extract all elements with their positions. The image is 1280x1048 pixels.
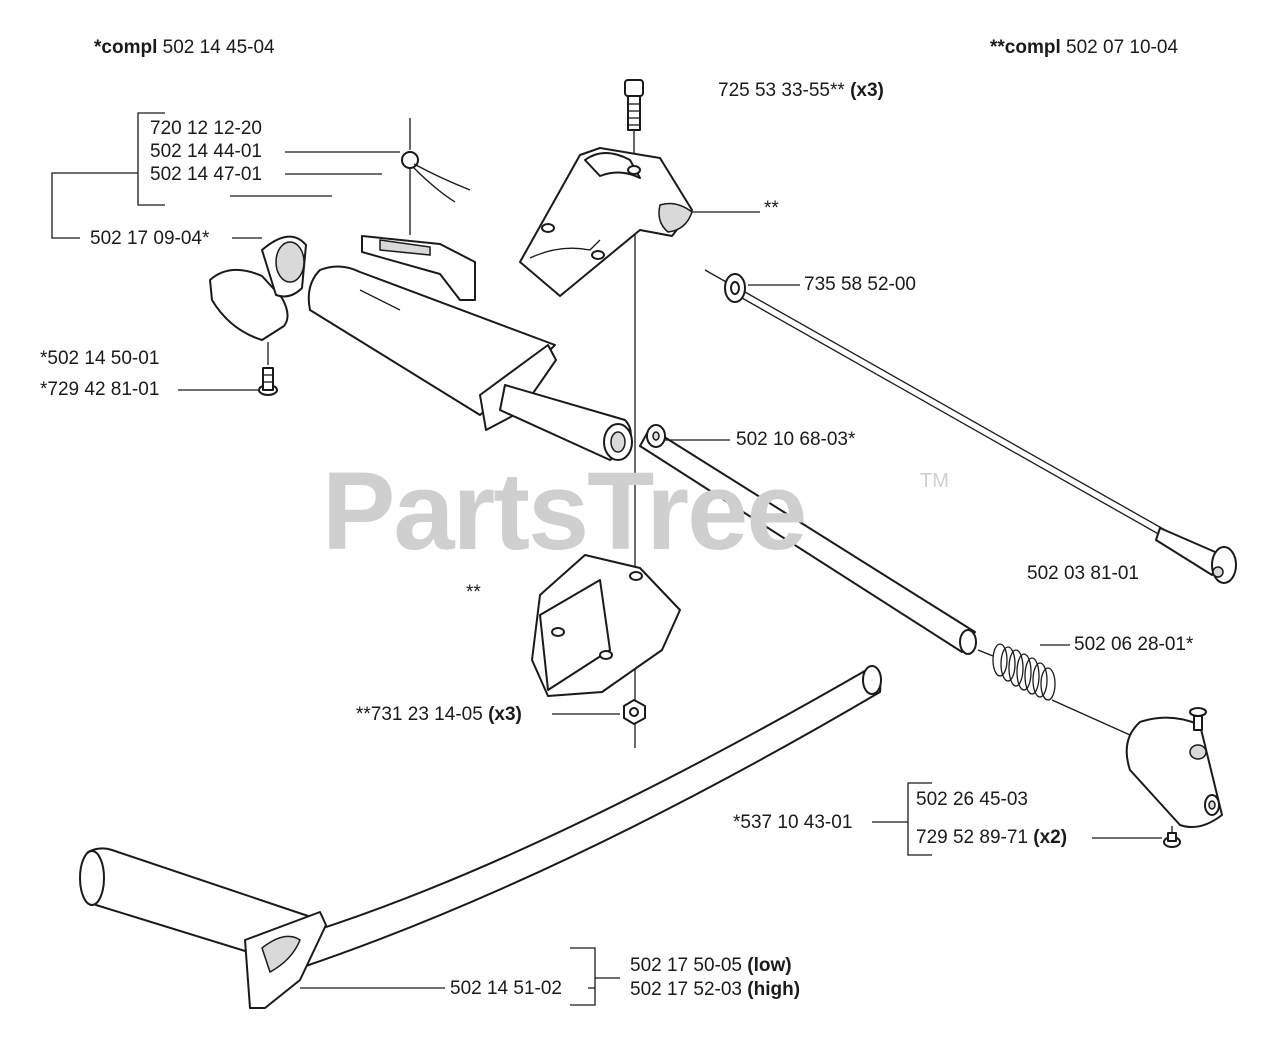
header-left-prefix: *compl	[94, 37, 158, 58]
header-right-number: 502 07 10-04	[1066, 37, 1179, 58]
label-upper-clamp[interactable]: **	[764, 198, 779, 219]
lever-screw-drawing[interactable]	[258, 342, 278, 396]
bent-handle-drawing[interactable]	[79, 665, 882, 1009]
label-group-b-parent[interactable]: *537 10 43-01	[733, 812, 853, 833]
label-nut-qty: (x3)	[488, 704, 522, 725]
label-handle-low[interactable]: 502 17 50-05 (low)	[630, 955, 792, 977]
label-washer[interactable]: 735 58 52-00	[804, 274, 916, 295]
spring-drawing[interactable]	[977, 643, 1131, 736]
label-lever[interactable]: *502 14 50-01	[40, 348, 160, 369]
label-handle[interactable]: 502 14 51-02	[450, 978, 562, 999]
label-group-b-2-number: 729 52 89-71	[916, 827, 1028, 848]
top-screw-drawing[interactable]	[624, 79, 644, 131]
leader-lines	[51, 112, 1162, 1006]
inner-tube-drawing[interactable]	[639, 424, 977, 655]
end-cap-screw-bottom-drawing[interactable]	[1163, 826, 1181, 848]
header-right-prefix: **compl	[990, 37, 1061, 58]
washer-drawing[interactable]	[704, 269, 746, 303]
label-spring[interactable]: 502 06 28-01*	[1074, 634, 1194, 655]
label-handle-high-qty: (high)	[747, 979, 801, 1000]
label-rod[interactable]: 502 03 81-01	[1027, 563, 1139, 584]
label-handle-high-number: 502 17 52-03	[630, 979, 742, 1000]
label-handle-low-qty: (low)	[747, 955, 792, 976]
end-cap-drawing[interactable]	[1125, 716, 1223, 828]
nut-drawing[interactable]	[623, 699, 646, 725]
label-group-b-1[interactable]: 502 26 45-03	[916, 789, 1028, 810]
long-rod-drawing[interactable]	[741, 291, 1237, 584]
throttle-lever-drawing[interactable]	[209, 235, 307, 341]
header-left: *compl 502 14 45-04	[94, 37, 275, 59]
label-screw-top-qty: (x3)	[850, 80, 884, 101]
lower-clamp-drawing[interactable]	[531, 554, 681, 697]
label-nut[interactable]: **731 23 14-05 (x3)	[356, 704, 522, 726]
trigger-clip-drawing[interactable]	[361, 235, 476, 301]
label-lever-screw[interactable]: *729 42 81-01	[40, 379, 160, 400]
label-handle-high[interactable]: 502 17 52-03 (high)	[630, 979, 800, 1001]
handle-grip-drawing[interactable]	[307, 265, 633, 461]
label-group-a-parent[interactable]: 502 17 09-04*	[90, 228, 210, 249]
header-right: **compl 502 07 10-04	[990, 37, 1178, 59]
label-group-a-2[interactable]: 502 14 44-01	[150, 141, 262, 162]
label-nut-number: **731 23 14-05	[356, 704, 483, 725]
label-screw-top-number: 725 53 33-55**	[718, 80, 845, 101]
header-left-number: 502 14 45-04	[162, 37, 275, 58]
label-group-b-2-qty: (x2)	[1033, 827, 1068, 848]
end-cap-screw-top-drawing[interactable]	[1189, 707, 1207, 731]
label-screw-top[interactable]: 725 53 33-55** (x3)	[718, 80, 884, 102]
watermark-trademark: TM	[920, 470, 949, 492]
upper-clamp-drawing[interactable]	[519, 147, 693, 297]
label-tube[interactable]: 502 10 68-03*	[736, 429, 856, 450]
label-group-a-1[interactable]: 720 12 12-20	[150, 118, 262, 139]
watermark-text: PartsTree	[322, 450, 807, 573]
label-group-b-2[interactable]: 729 52 89-71 (x2)	[916, 827, 1067, 849]
label-group-a-3[interactable]: 502 14 47-01	[150, 164, 262, 185]
label-lower-clamp[interactable]: **	[466, 582, 481, 603]
label-handle-low-number: 502 17 50-05	[630, 955, 742, 976]
clip-spring-drawing[interactable]	[401, 118, 471, 235]
